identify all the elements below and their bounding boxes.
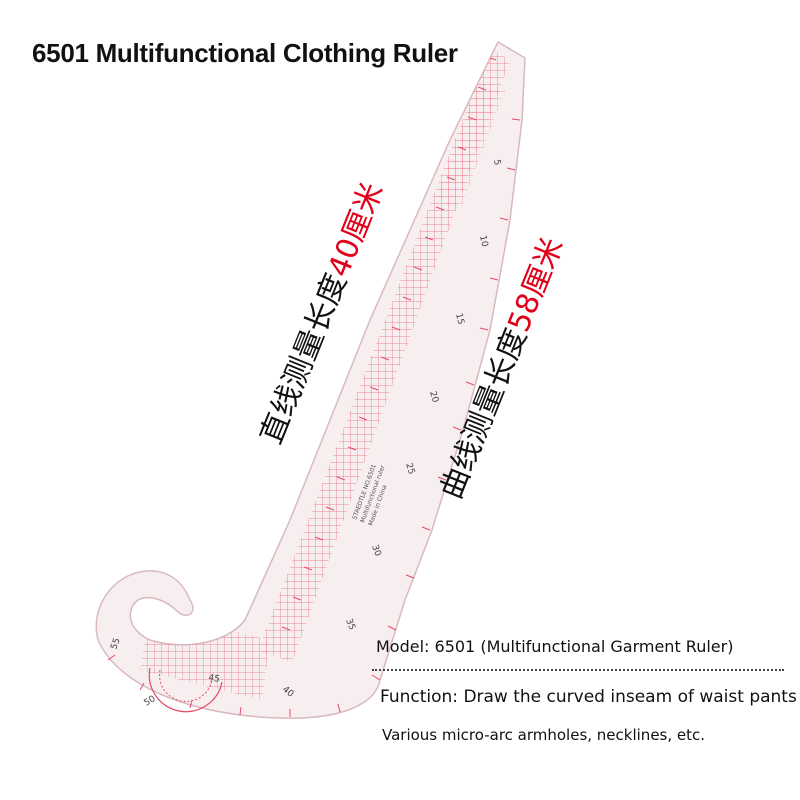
page-title: 6501 Multifunctional Clothing Ruler [32, 38, 458, 68]
curve-number: 50 [143, 694, 158, 709]
straight-edge-ticks [281, 57, 497, 631]
curve-number: 10 [477, 235, 489, 249]
curve-number: 35 [343, 617, 357, 631]
curve-number: 45 [207, 673, 220, 685]
curve-number: 25 [403, 462, 416, 476]
model-text: Model: 6501 (Multifunctional Garment Rul… [376, 637, 734, 656]
protractor [148, 667, 223, 713]
curve-edge-ticks [107, 118, 521, 717]
usage-text: Various micro-arc armholes, necklines, e… [382, 726, 706, 744]
curve-number: 30 [369, 544, 382, 558]
function-text: Function: Draw the curved inseam of wais… [380, 687, 797, 707]
ruler-body [95, 40, 526, 719]
curve-number: 5 [491, 159, 502, 166]
curve-number: 55 [109, 637, 122, 651]
curve-number: 20 [427, 390, 440, 404]
dotted-divider [372, 669, 784, 671]
curve-number: 15 [453, 312, 465, 326]
